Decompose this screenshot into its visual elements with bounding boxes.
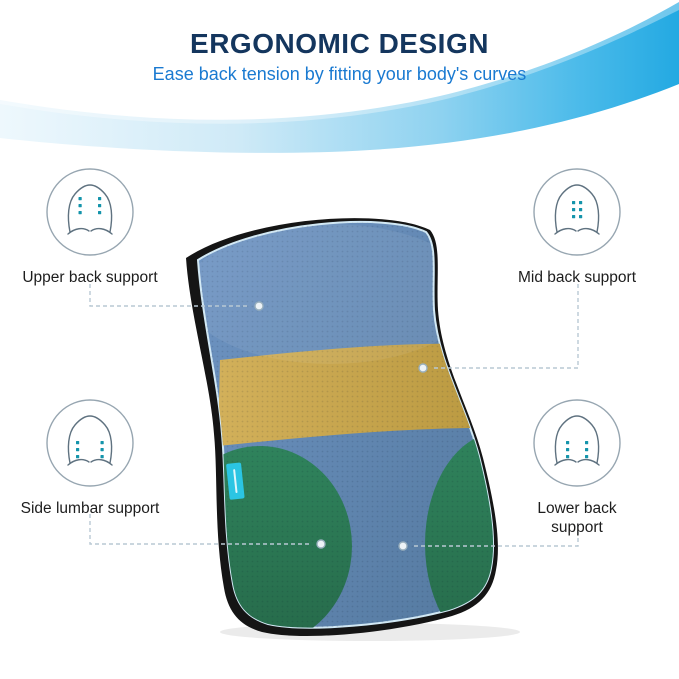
header-wave-decoration — [0, 0, 679, 153]
callout-label: Side lumbar support — [20, 500, 160, 517]
callout-label: Lower back support — [537, 500, 617, 537]
page-title: ERGONOMIC DESIGN — [190, 28, 489, 59]
lumbar-pillow-illustration — [186, 218, 520, 641]
wave-band — [0, 2, 679, 153]
back-outline-icon — [533, 399, 621, 487]
callout-upper-back: Upper back support — [2, 168, 178, 287]
back-outline-icon — [533, 168, 621, 256]
brand-tag — [226, 462, 245, 500]
back-outline-icon — [46, 399, 134, 487]
callout-mid-back: Mid back support — [489, 168, 665, 287]
callout-label: Upper back support — [22, 269, 158, 286]
back-outline-icon — [46, 168, 134, 256]
callout-label: Mid back support — [517, 269, 637, 286]
page-subtitle: Ease back tension by fitting your body's… — [152, 64, 527, 84]
sheen-highlight — [198, 224, 475, 364]
callout-side-lumbar: Side lumbar support — [2, 399, 178, 518]
wave-highlight — [0, 0, 679, 124]
callout-lower-back: Lower back support — [489, 399, 665, 538]
